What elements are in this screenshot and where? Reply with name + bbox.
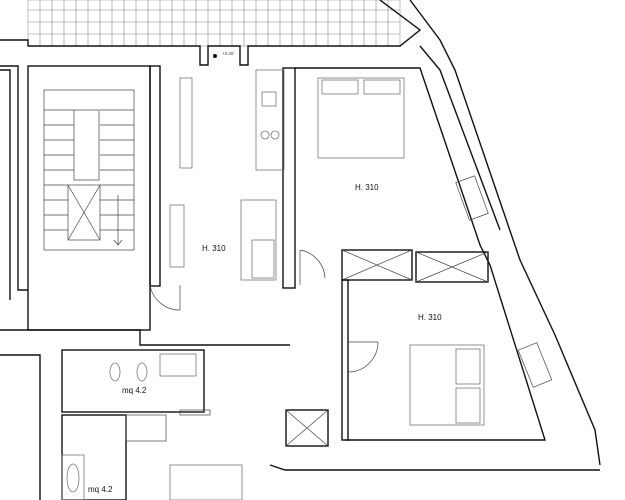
- bathroom-1: [61, 349, 211, 416]
- windows: [455, 175, 553, 388]
- terrace-hatch: [27, 0, 401, 47]
- bath-2-area-label: mq 4.2: [88, 485, 113, 494]
- bedroom-top-height-label: H. 310: [355, 183, 379, 192]
- bedroom-right-height-label: H. 310: [418, 313, 442, 322]
- left-wall: [0, 65, 28, 300]
- outer-walls: [0, 0, 601, 500]
- level-marker-icon: [213, 54, 217, 58]
- wardrobes: [341, 249, 489, 283]
- living-height-label: H. 310: [202, 244, 226, 253]
- hall-closet: [169, 409, 329, 500]
- bedroom-top: [299, 77, 405, 285]
- staircase: [27, 65, 151, 331]
- bedroom-right: [341, 279, 485, 441]
- bathroom-2: [61, 414, 167, 500]
- bath-1-area-label: mq 4.2: [122, 386, 147, 395]
- living-kitchen: [149, 65, 296, 311]
- entrance-level-marker: +2.20: [222, 51, 234, 56]
